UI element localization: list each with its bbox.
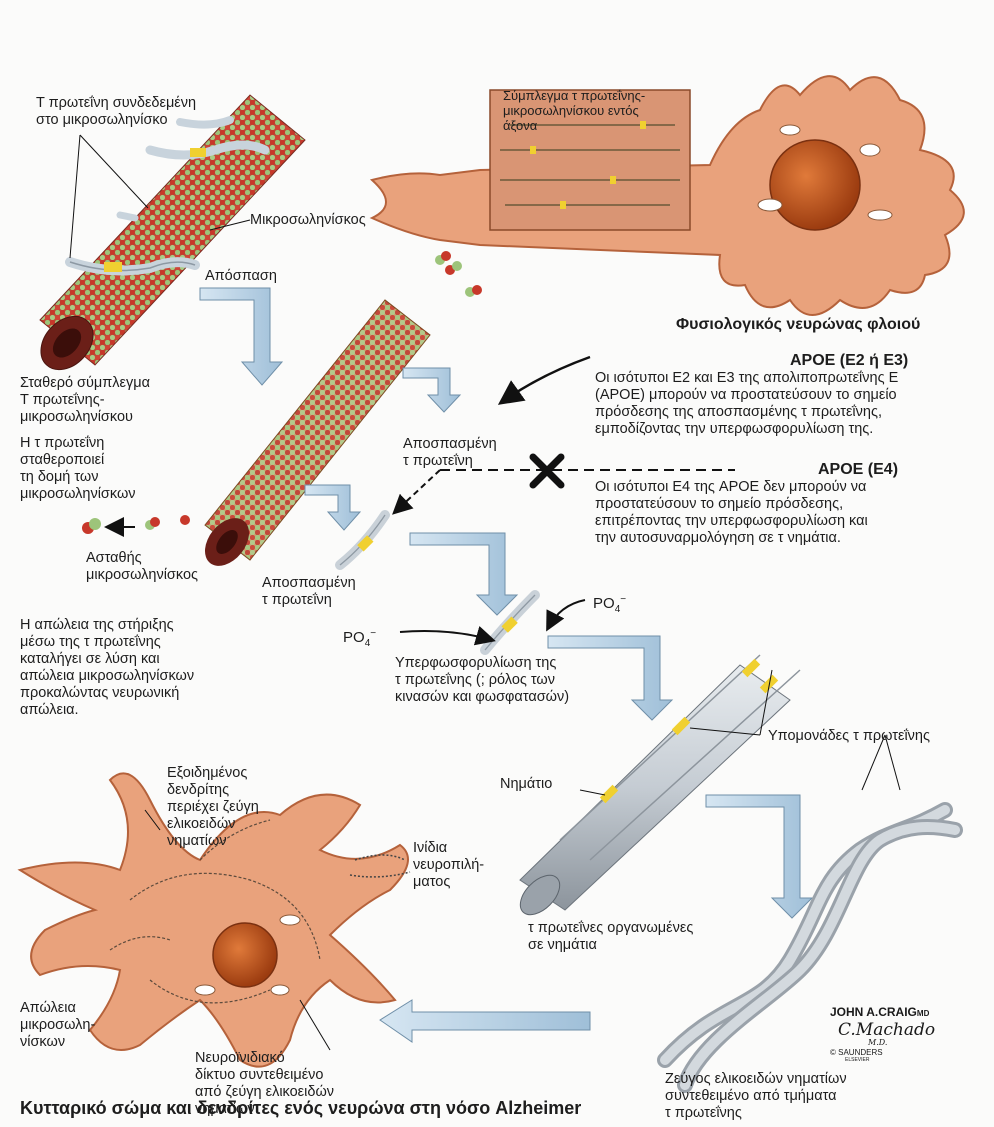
label-po4-right: PO4− [593,591,626,618]
apoe-e4-title: APOE (E4) [818,461,898,478]
label-unstable-microtubule: Ασταθής μικροσωληνίσκος [86,550,198,584]
label-stable-complex: Σταθερό σύμπλεγμα Τ πρωτεΐνης- μικροσωλη… [20,375,150,426]
label-microtubule: Μικροσωληνίσκος [250,212,366,229]
label-filament: Νημάτιο [500,776,552,793]
artist-cursive-signature: C.Machado [838,1020,935,1040]
apoe-e2e3-text: Οι ισότυποι E2 και E3 της απολιποπρωτεΐν… [595,370,898,438]
label-axon-complex: Σύμπλεγμα τ πρωτεΐνης- μικροσωληνίσκου ε… [503,88,645,133]
publisher-mark: © SAUNDERS [830,1048,883,1057]
apoe-e2e3-title: APOE (E2 ή E3) [790,352,908,369]
bottom-title: Κυτταρικό σώμα και δενδρίτες ενός νευρών… [20,1100,581,1117]
normal-neuron [372,76,964,315]
label-swollen-dendrite: Εξοιδημένος δενδρίτης περιέχει ζεύγη ελι… [167,765,259,850]
label-tau-subunits: Υπομονάδες τ πρωτεΐνης [768,728,930,745]
label-detached-tau-1: Αποσπασμένη τ πρωτεΐνη [403,436,497,470]
label-normal-neuron: Φυσιολογικός νευρώνας φλοιού [676,316,920,333]
label-neuropil-threads: Ινίδια νευροπιλή- ματος [413,840,484,891]
paired-helical-filament [665,810,955,1085]
label-organized-filaments: τ πρωτεΐνες οργανωμένες σε νημάτια [528,920,693,954]
apoe-e4-text: Οι ισότυποι E4 της APOE δεν μπορούν να π… [595,479,868,547]
label-paired-helical: Ζεύγος ελικοειδών νηματίων συντεθειμένο … [665,1071,847,1122]
label-detached-tau-2: Αποσπασμένη τ πρωτεΐνη [262,575,356,609]
falling-tubulin [82,515,190,534]
artist-signature: JOHN A.CRAIGMD [830,1005,929,1019]
label-loss-support: Η απώλεια της στήριξης μέσω της τ πρωτεΐ… [20,617,194,719]
unstable-microtubule [196,300,430,574]
label-po4-left: PO4− [343,625,376,652]
label-microtubule-loss: Απώλεια μικροσωλη- νίσκων [20,1000,95,1051]
label-hyperphosphorylation: Υπερφωσφορυλίωση της τ πρωτεΐνης (; ρόλο… [395,655,569,706]
label-detachment: Απόσπαση [205,268,277,285]
label-tau-stabilizes: Η τ πρωτεΐνη σταθεροποιεί τη δομή των μι… [20,435,136,503]
label-tau-bound: Τ πρωτεΐνη συνδεδεμένη στο μικροσωληνίσκ… [36,95,196,129]
artist-cursive-suffix: M.D. [868,1038,887,1047]
publisher-sub: ELSEVIER [845,1057,869,1063]
